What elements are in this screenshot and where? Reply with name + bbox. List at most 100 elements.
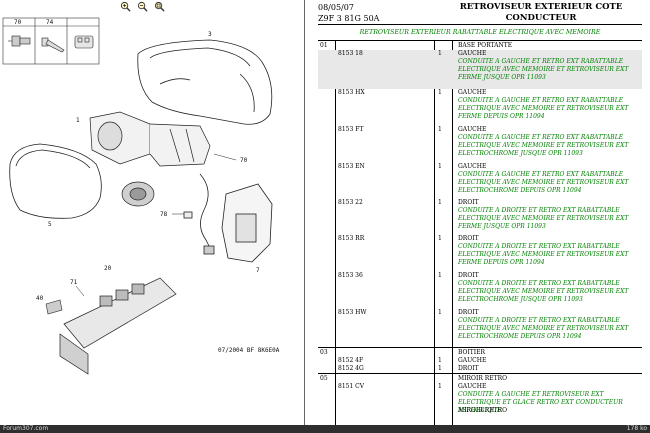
table-row[interactable]: MIROIR RETRO <box>318 407 642 415</box>
zoom-toolbar <box>120 1 165 13</box>
section-number: 05 <box>320 375 328 382</box>
part-description: CONDUITE A GAUCHE ET RETROVISEUR EXT ELE… <box>458 391 623 414</box>
diagram-stamp: 07/2004 BF 8K6E0A <box>218 347 280 354</box>
col-divider-ref <box>434 41 435 425</box>
mirror-glass-part <box>9 143 102 219</box>
section-separator <box>318 347 642 348</box>
part-quantity: 1 <box>438 357 442 364</box>
part-quantity: 1 <box>438 163 442 170</box>
callout-70: 70 <box>14 19 22 26</box>
motor-part <box>121 181 155 207</box>
part-reference: 8153 FT <box>338 126 364 133</box>
status-bar: Forum307.com 178 ko <box>0 425 650 433</box>
part-reference: 8153 18 <box>338 50 363 57</box>
part-reference: 8153 HW <box>338 309 367 316</box>
callout-3: 3 <box>208 31 212 38</box>
part-description: CONDUITE A DROITE ET RETRO EXT RABATTABL… <box>458 280 629 303</box>
part-quantity: 1 <box>438 89 442 96</box>
panel-divider <box>304 0 305 425</box>
catalog-code: Z9F 3 81G 50A <box>318 14 380 23</box>
col-divider-qty <box>452 41 453 425</box>
page-title-line2: CONDUCTEUR <box>505 13 577 23</box>
table-row[interactable]: 01 BASE PORTANTE <box>318 42 642 50</box>
part-quantity: 1 <box>438 365 442 372</box>
mirror-housing-part <box>137 39 273 125</box>
parts-list-panel: 08/05/07 Z9F 3 81G 50A RETROVISEUR EXTER… <box>306 0 650 425</box>
site-name: Forum307.com <box>3 425 49 432</box>
part-label: DROIT <box>458 309 479 316</box>
part-description: CONDUITE A DROITE ET RETRO EXT RABATTABL… <box>458 207 629 230</box>
table-row[interactable]: 8152 4G 1 DROIT <box>318 365 642 373</box>
table-row[interactable]: 8152 4F 1 GAUCHE <box>318 357 642 365</box>
part-label: DROIT <box>458 365 479 372</box>
part-quantity: 1 <box>438 199 442 206</box>
table-row[interactable]: 03 BOITIER <box>318 349 642 357</box>
diagram-panel: 70 74 3 <box>0 0 300 425</box>
part-label: GAUCHE <box>458 50 487 57</box>
trim-cover-part <box>221 183 273 263</box>
zoom-out-icon[interactable] <box>137 1 148 12</box>
callout-20: 20 <box>104 265 112 272</box>
part-description: CONDUITE A DROITE ET RETRO EXT RABATTABL… <box>458 317 629 340</box>
part-description: CONDUITE A GAUCHE ET RETRO EXT RABATTABL… <box>458 97 629 120</box>
part-quantity: 1 <box>438 383 442 390</box>
part-description: CONDUITE A GAUCHE ET RETRO EXT RABATTABL… <box>458 171 629 194</box>
clip-40-part <box>45 299 63 315</box>
part-reference: 8153 EN <box>338 163 365 170</box>
part-label: DROIT <box>458 199 479 206</box>
callout-5: 5 <box>48 221 52 228</box>
callout-78: 78 <box>160 211 168 218</box>
part-label: GAUCHE <box>458 357 487 364</box>
callout-70b: 70 <box>240 157 248 164</box>
part-label: BASE PORTANTE <box>458 42 513 49</box>
part-description: CONDUITE A GAUCHE ET RETRO EXT RABATTABL… <box>458 134 629 157</box>
part-quantity: 1 <box>438 235 442 242</box>
clip-part-icon <box>8 35 31 47</box>
catalog-date: 08/05/07 <box>318 3 354 12</box>
table-row[interactable]: 05 MIROIR RETRO <box>318 375 642 383</box>
screw-part-icon <box>41 37 65 53</box>
part-reference: 8153 RR <box>338 235 365 242</box>
section-number: 03 <box>320 349 328 356</box>
section-number: 01 <box>320 42 328 49</box>
callout-71: 71 <box>70 279 78 286</box>
callout-74: 74 <box>46 19 54 26</box>
part-reference: 8152 4G <box>338 365 364 372</box>
part-quantity: 1 <box>438 50 442 57</box>
part-quantity: 1 <box>438 126 442 133</box>
section-separator <box>318 373 642 374</box>
part-label: DROIT <box>458 235 479 242</box>
zoom-fit-icon[interactable] <box>154 1 165 12</box>
part-label: MIROIR RETRO <box>458 375 508 382</box>
part-label: BOITIER <box>458 349 486 356</box>
part-label: GAUCHE <box>458 163 487 170</box>
callout-7: 7 <box>256 267 260 274</box>
part-description: CONDUITE A DROITE ET RETRO EXT RABATTABL… <box>458 243 629 266</box>
part-label: GAUCHE <box>458 126 487 133</box>
zoom-in-icon[interactable] <box>120 1 131 12</box>
small-parts-grid <box>2 17 100 65</box>
header-rule <box>318 24 642 25</box>
callout-1: 1 <box>76 117 80 124</box>
callout-40: 40 <box>36 295 44 302</box>
part-description: CONDUITE A GAUCHE ET RETRO EXT RABATTABL… <box>458 58 629 81</box>
base-bracket-part <box>89 111 211 167</box>
part-reference: 8153 22 <box>338 199 363 206</box>
part-label: MIROIR RETRO <box>458 407 508 414</box>
bracket-part-icon <box>74 35 94 49</box>
exploded-parts-diagram: 70 74 3 <box>2 17 280 375</box>
page-title: RETROVISEUR EXTERIEUR COTE CONDUCTEUR <box>456 2 626 24</box>
part-reference: 8151 CV <box>338 383 365 390</box>
part-label: GAUCHE <box>458 383 487 390</box>
part-reference: 8152 4F <box>338 357 364 364</box>
